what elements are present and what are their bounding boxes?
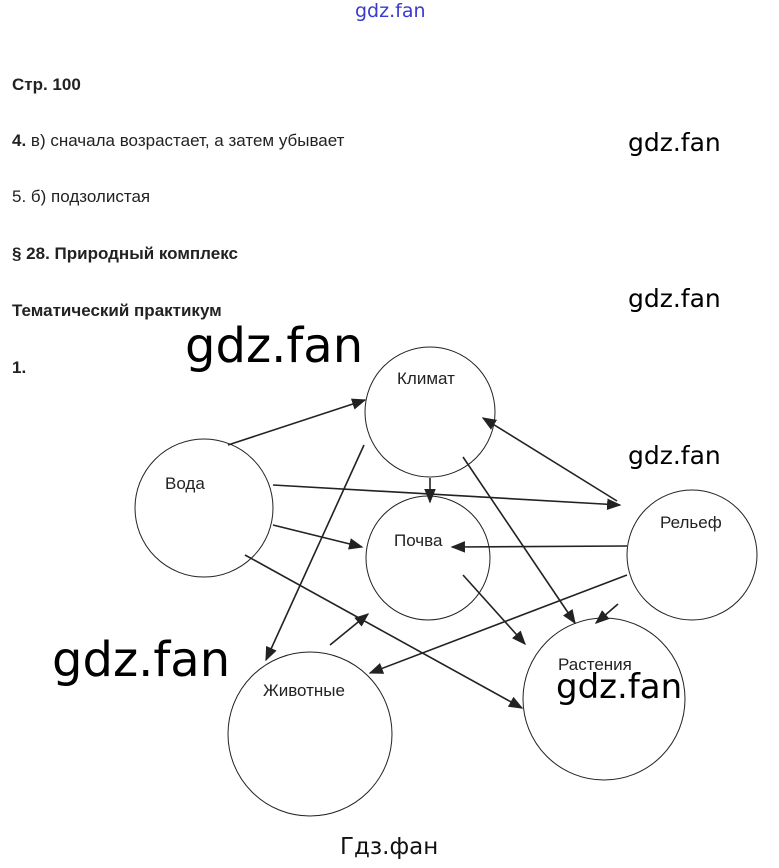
arrow-water-to-plants <box>244 554 524 709</box>
arrow-relief-to-plants <box>594 603 619 624</box>
node-circle-animals <box>227 651 393 817</box>
page-reference: Стр. 100 <box>12 75 81 94</box>
arrow-water-to-soil <box>272 524 364 550</box>
answer-number: 4. <box>12 131 27 150</box>
arrow-climate-to-animals <box>265 444 365 662</box>
answer-text: в) сначала возрастает, а затем убывает <box>30 131 345 150</box>
arrow-relief-to-climate <box>481 417 618 502</box>
watermark: gdz.fan <box>628 284 721 313</box>
arrow-water-to-climate <box>227 398 367 446</box>
arrow-relief-to-animals <box>368 574 628 674</box>
answer-text: б) подзолистая <box>30 187 151 206</box>
answer-5: 5. б) подзолистая <box>12 187 150 207</box>
node-circle-plants <box>522 617 686 781</box>
arrow-relief-to-soil <box>450 541 628 553</box>
node-circle-water <box>134 438 274 578</box>
node-label-animals: Животные <box>263 681 345 700</box>
section-title: § 28. Природный комплекс <box>12 244 238 263</box>
node-label-relief: Рельеф <box>660 513 722 532</box>
arrow-animals-to-soil <box>329 613 370 646</box>
watermark: gdz.fan <box>628 441 721 470</box>
answer-number: 5. <box>12 187 27 206</box>
arrow-climate-to-plants <box>462 456 576 625</box>
answer-4: 4. в) сначала возрастает, а затем убывае… <box>12 131 344 151</box>
node-label-plants: Растения <box>558 655 632 674</box>
subsection-title: Тематический практикум <box>12 301 222 320</box>
watermark-top: gdz.fan <box>355 0 426 22</box>
footer-watermark: Гдз.фан <box>340 834 439 860</box>
watermark: gdz.fan <box>556 667 683 707</box>
task-number: 1. <box>12 358 27 377</box>
watermark: gdz.fan <box>628 128 721 157</box>
watermark: gdz.fan <box>185 318 364 374</box>
node-label-water: Вода <box>165 474 205 493</box>
node-circle-relief <box>626 489 758 621</box>
node-label-climate: Климат <box>397 369 455 388</box>
arrow-soil-to-plants <box>462 574 526 646</box>
node-circle-soil <box>365 495 491 621</box>
node-circle-climate <box>364 346 496 478</box>
node-label-soil: Почва <box>394 531 443 550</box>
watermark: gdz.fan <box>52 632 231 688</box>
arrow-water-to-relief <box>272 484 622 511</box>
